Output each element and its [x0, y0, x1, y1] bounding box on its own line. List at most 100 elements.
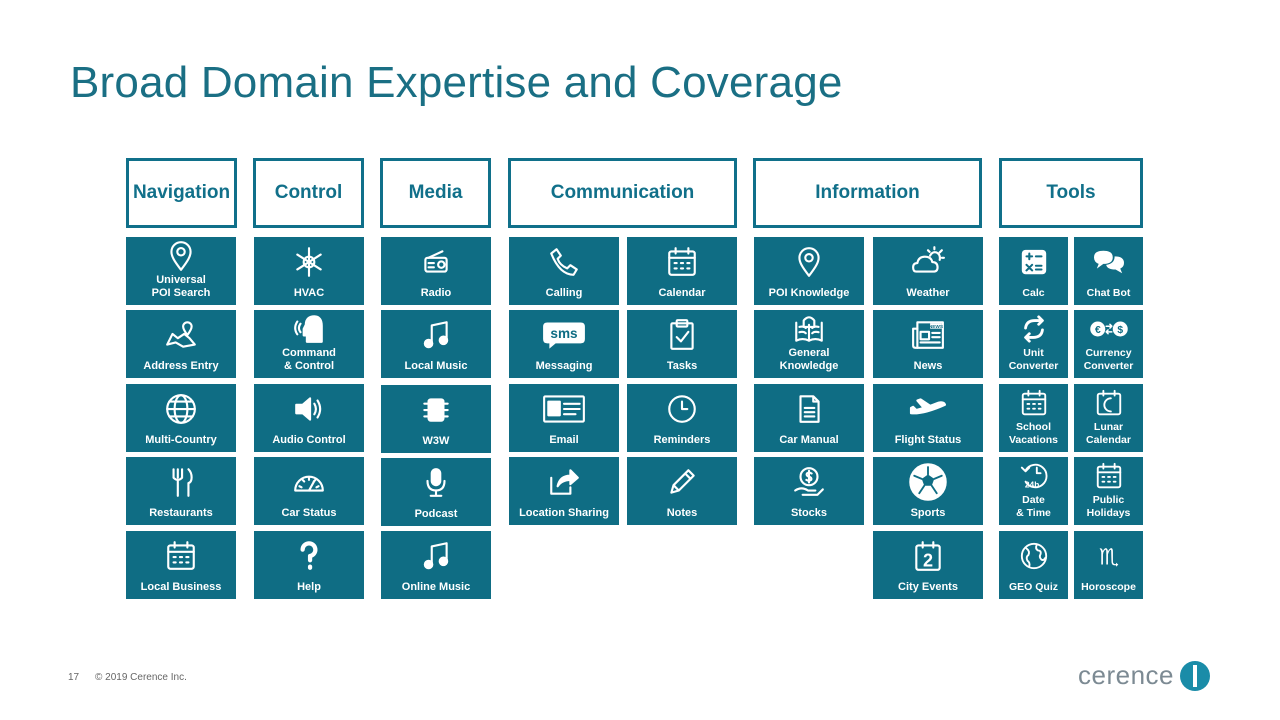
- pencil-icon: [670, 469, 695, 494]
- tile-label: Podcast: [414, 508, 458, 520]
- tile-hvac[interactable]: HVAC: [254, 237, 364, 305]
- id-card-icon: [543, 395, 585, 423]
- tile-label: Universal POI Search: [151, 274, 211, 299]
- tile-label: Lunar Calendar: [1086, 421, 1131, 446]
- tile-calc[interactable]: Calc: [999, 237, 1068, 305]
- slide-title: Broad Domain Expertise and Coverage: [70, 58, 843, 107]
- tile-restaurants[interactable]: Restaurants: [126, 457, 236, 525]
- snowflake-sun-icon: [296, 247, 322, 277]
- tile-label: Calendar: [658, 287, 706, 299]
- tile-online-music[interactable]: Online Music: [381, 531, 491, 599]
- tile-school-vacations[interactable]: School Vacations: [999, 384, 1068, 452]
- moon-calendar-icon: [1096, 389, 1121, 415]
- tile-audio-control[interactable]: Audio Control: [254, 384, 364, 452]
- tile-label: Car Status: [281, 507, 337, 519]
- tile-universal-poi-search[interactable]: Universal POI Search: [126, 237, 236, 305]
- tile-label: W3W: [422, 435, 450, 447]
- clock-icon: [668, 395, 696, 423]
- header-navigation: Navigation: [126, 158, 237, 228]
- tile-label: Car Manual: [779, 434, 839, 446]
- tile-label: Multi-Country: [145, 434, 217, 446]
- tile-poi-knowledge[interactable]: POI Knowledge: [754, 237, 864, 305]
- tile-label: Tasks: [666, 360, 698, 372]
- tile-date-time[interactable]: 24h Date & Time: [999, 457, 1068, 525]
- tile-location-sharing[interactable]: Location Sharing: [509, 457, 619, 525]
- question-mark-icon: [300, 541, 318, 570]
- tile-local-business[interactable]: Local Business: [126, 531, 236, 599]
- tile-label: Date & Time: [1016, 494, 1051, 519]
- tile-calling[interactable]: Calling: [509, 237, 619, 305]
- gauge-icon: [294, 475, 324, 492]
- tile-address-entry[interactable]: Address Entry: [126, 310, 236, 378]
- globe-icon: [1020, 542, 1047, 570]
- header-communication: Communication: [508, 158, 737, 228]
- map-pin-icon: [170, 240, 192, 271]
- tile-lunar-calendar[interactable]: Lunar Calendar: [1074, 384, 1143, 452]
- tile-public-holidays[interactable]: Public Holidays: [1074, 457, 1143, 525]
- tile-local-music[interactable]: Local Music: [381, 310, 491, 378]
- tile-label: Weather: [906, 287, 950, 299]
- tile-label: Calling: [545, 287, 583, 299]
- currency-exchange-icon: € $: [1089, 321, 1128, 336]
- tile-label: Horoscope: [1081, 581, 1136, 593]
- tile-stocks[interactable]: Stocks: [754, 457, 864, 525]
- tile-geo-quiz[interactable]: GEO Quiz: [999, 531, 1068, 599]
- calendar-grid-icon: [1096, 462, 1121, 488]
- map-icon: [166, 321, 196, 348]
- tile-label: Public Holidays: [1086, 494, 1131, 519]
- tile-flight-status[interactable]: Flight Status: [873, 384, 983, 452]
- tile-currency-converter[interactable]: € $ Currency Converter: [1074, 310, 1143, 378]
- microphone-icon: [426, 468, 446, 497]
- tile-w3w[interactable]: W3W: [381, 385, 491, 453]
- tile-label: HVAC: [293, 287, 325, 299]
- tile-tasks[interactable]: Tasks: [627, 310, 737, 378]
- tile-email[interactable]: Email: [509, 384, 619, 452]
- tile-notes[interactable]: Notes: [627, 457, 737, 525]
- tile-reminders[interactable]: Reminders: [627, 384, 737, 452]
- tile-city-events[interactable]: 2 City Events: [873, 531, 983, 599]
- tile-calendar[interactable]: Calendar: [627, 237, 737, 305]
- tile-label: Stocks: [790, 507, 828, 519]
- sms-bubble-icon: sms: [543, 322, 585, 349]
- city-events-number: 2: [923, 551, 933, 571]
- tile-label: Notes: [666, 507, 698, 519]
- tile-podcast[interactable]: Podcast: [381, 458, 491, 526]
- soccer-ball-icon: [909, 463, 947, 501]
- copyright: © 2019 Cerence Inc.: [95, 672, 187, 683]
- clock-24h-icon: 24h: [1020, 463, 1047, 489]
- tile-multi-country[interactable]: Multi-Country: [126, 384, 236, 452]
- page-number: 17: [68, 672, 80, 683]
- tile-news[interactable]: NEWS News: [873, 310, 983, 378]
- tile-horoscope[interactable]: ♏ Horoscope: [1074, 531, 1143, 599]
- tile-label: Calc: [1022, 287, 1045, 299]
- tile-car-manual[interactable]: Car Manual: [754, 384, 864, 452]
- music-note-icon: [423, 542, 449, 570]
- tile-weather[interactable]: Weather: [873, 237, 983, 305]
- tile-unit-converter[interactable]: Unit Converter: [999, 310, 1068, 378]
- tile-general-knowledge[interactable]: General Knowledge: [754, 310, 864, 378]
- tile-label: Chat Bot: [1086, 287, 1131, 299]
- scorpio-glyph: ♏: [1098, 544, 1118, 570]
- scorpio-sign-icon: ♏: [1098, 544, 1118, 570]
- tile-label: Unit Converter: [1008, 347, 1059, 372]
- tile-chat-bot[interactable]: Chat Bot: [1074, 237, 1143, 305]
- book-icon: [795, 315, 823, 342]
- tile-label: Address Entry: [143, 360, 219, 372]
- document-icon: [799, 395, 820, 423]
- header-media: Media: [380, 158, 491, 228]
- tile-label: News: [913, 360, 943, 372]
- currency-symbols-text: € $: [1094, 324, 1122, 335]
- tile-label: Local Music: [404, 360, 468, 372]
- tile-command-control[interactable]: Command & Control: [254, 310, 364, 378]
- tile-help[interactable]: Help: [254, 531, 364, 599]
- phone-icon: [550, 248, 578, 276]
- chat-bubbles-icon: [1093, 250, 1124, 274]
- tile-messaging[interactable]: sms Messaging: [509, 310, 619, 378]
- calendar-icon: [668, 247, 696, 276]
- tile-radio[interactable]: Radio: [381, 237, 491, 305]
- tile-label: Flight Status: [894, 434, 962, 446]
- tile-car-status[interactable]: Car Status: [254, 457, 364, 525]
- tile-label: City Events: [898, 581, 958, 593]
- tile-sports[interactable]: Sports: [873, 457, 983, 525]
- newspaper-icon: NEWS: [912, 321, 944, 349]
